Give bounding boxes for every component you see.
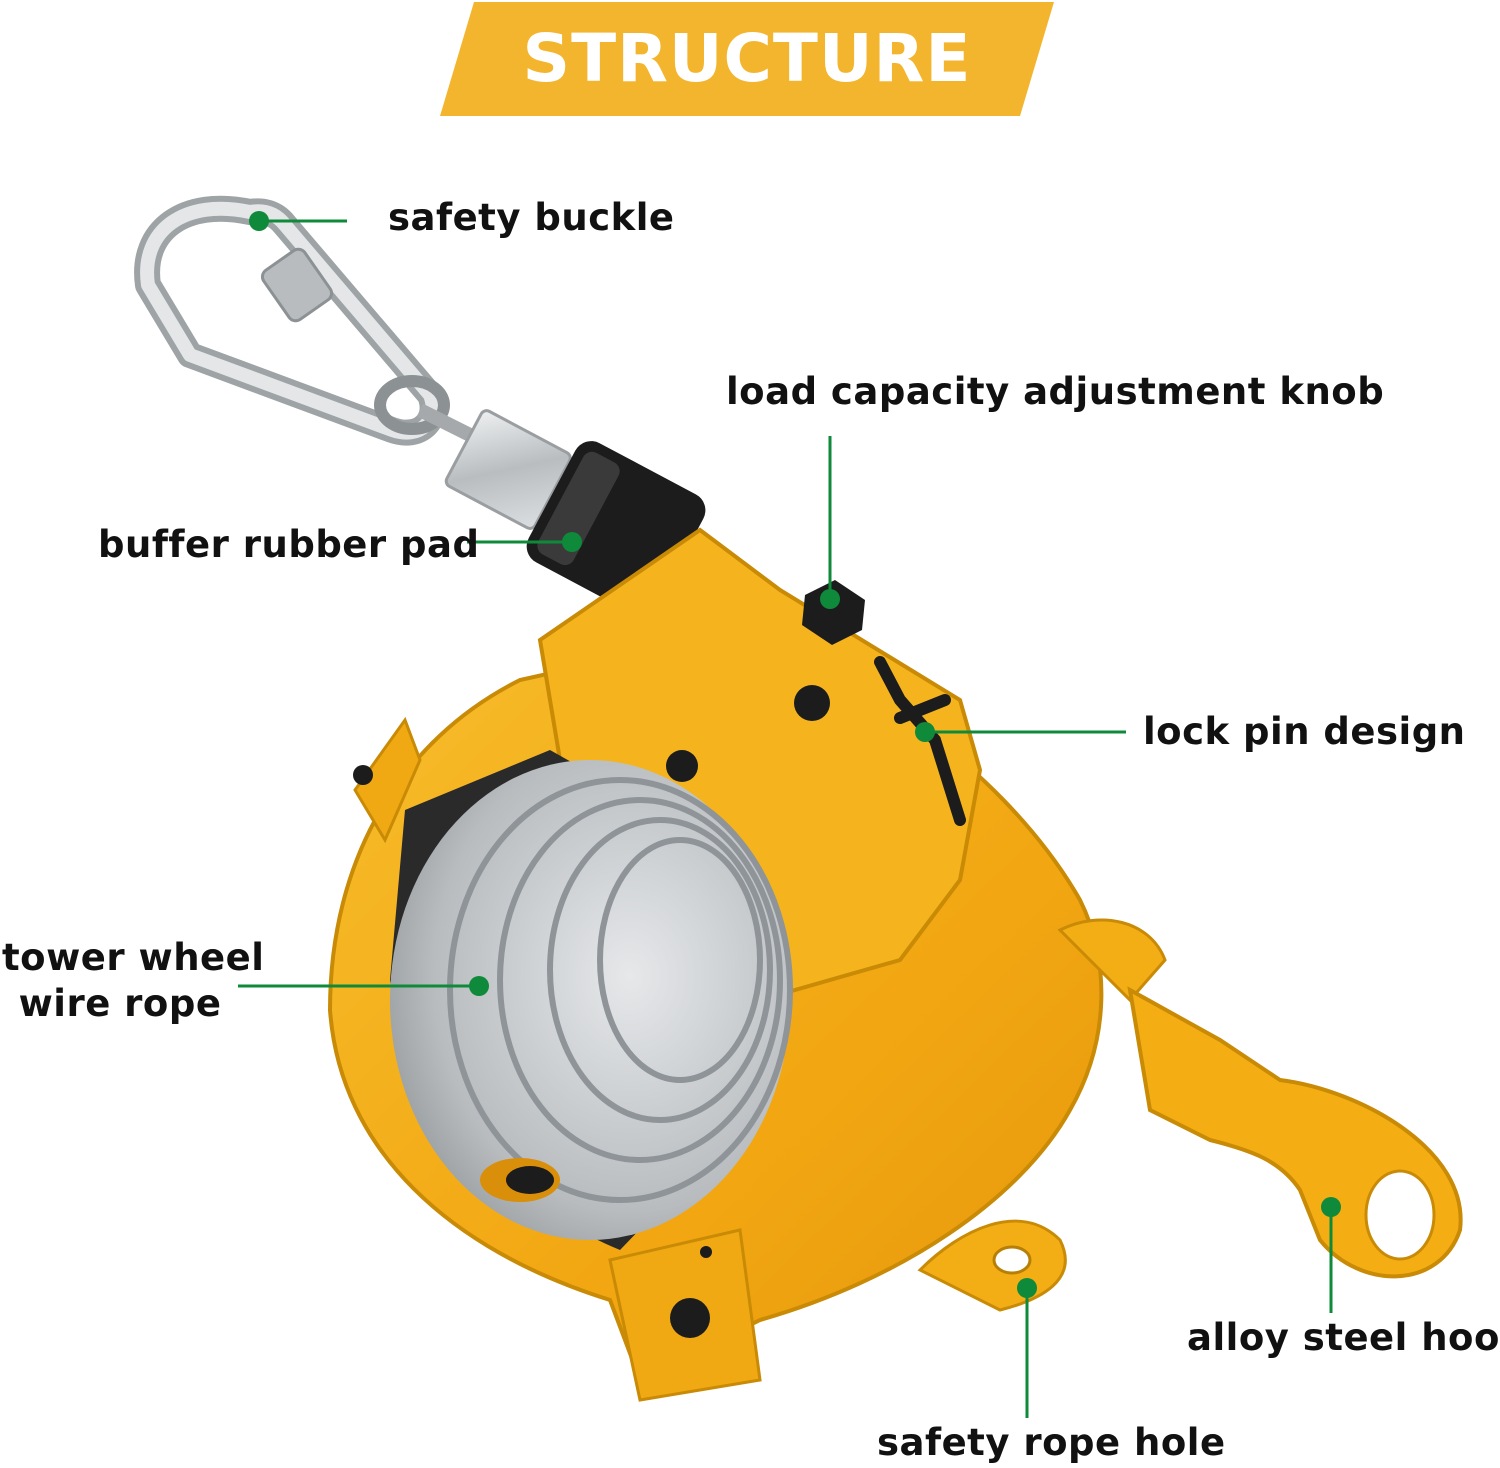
label-load-capacity-knob: load capacity adjustment knob [726, 370, 1385, 413]
label-alloy-steel-hook: alloy steel hook [1187, 1316, 1500, 1359]
label-tower-wheel: tower wheel wire rope [2, 935, 265, 1027]
casting-bolt [794, 685, 830, 721]
load-capacity-knob [802, 580, 865, 645]
label-tower-wheel-line1: tower wheel [2, 936, 265, 979]
callout-dot [1017, 1278, 1037, 1298]
page-title: STRUCTURE [522, 20, 972, 97]
lock-pin [874, 656, 966, 826]
callout-dot [562, 532, 582, 552]
safety-buckle-carabiner [134, 195, 450, 446]
alloy-steel-hook [1057, 918, 1463, 1279]
label-safety-rope-hole: safety rope hole [877, 1421, 1226, 1464]
label-safety-buckle: safety buckle [388, 196, 675, 239]
banner-shape [440, 2, 1054, 116]
callout-dot [820, 589, 840, 609]
title-banner: STRUCTURE [440, 2, 1054, 116]
casting-bolt [666, 750, 698, 782]
callout-dot [469, 976, 489, 996]
callout-dots [249, 211, 1341, 1298]
callout-dot [915, 722, 935, 742]
tower-wheel-drum [390, 750, 793, 1250]
aluminum-sleeve [444, 409, 572, 530]
callout-dot [1321, 1197, 1341, 1217]
label-lock-pin: lock pin design [1143, 710, 1466, 753]
callout-dot [249, 211, 269, 231]
label-buffer-rubber-pad: buffer rubber pad [98, 523, 480, 566]
callout-lines [238, 219, 1333, 1418]
label-tower-wheel-line2: wire rope [18, 982, 222, 1025]
